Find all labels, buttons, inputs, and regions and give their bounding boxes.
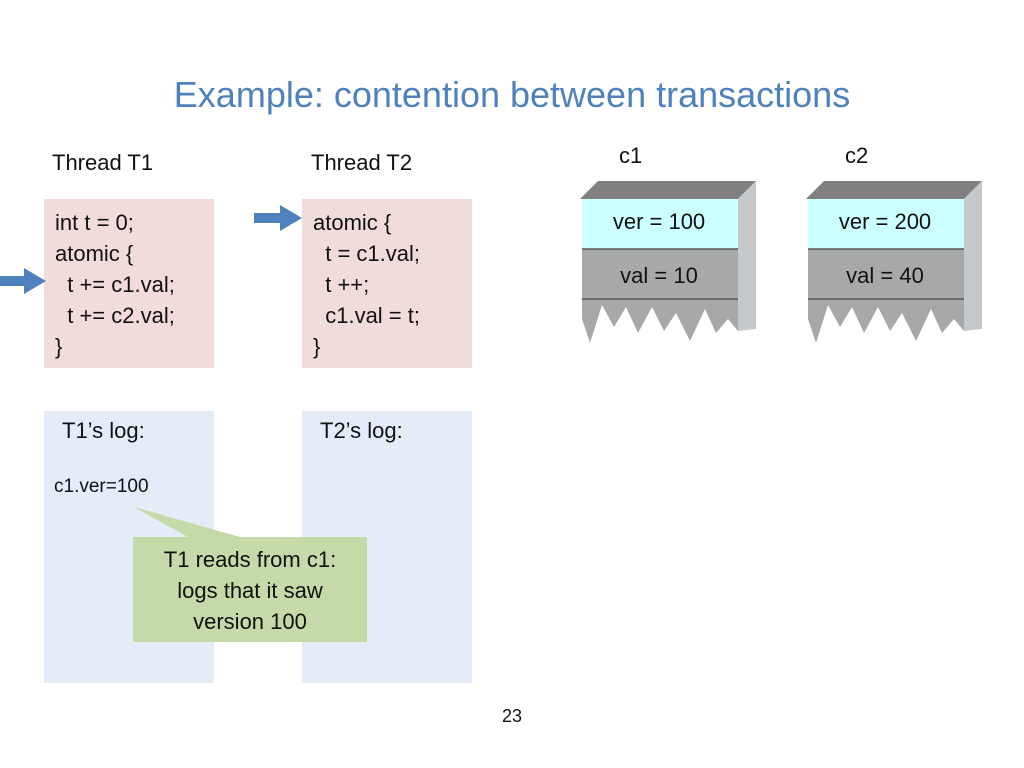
thread-t2-label: Thread T2 <box>311 150 413 175</box>
code-line: atomic { <box>55 241 134 266</box>
cell-c2-label: c2 <box>845 143 869 168</box>
t1-log-entry: c1.ver=100 <box>54 476 149 497</box>
callout-line: T1 reads from c1: <box>163 547 337 572</box>
callout-line: logs that it saw <box>177 578 323 603</box>
code-line: atomic { <box>313 210 392 235</box>
cell-c2-version: ver = 200 <box>838 209 932 234</box>
cell-c1-version: ver = 100 <box>612 209 706 234</box>
thread-t1-code-box: int t = 0; atomic { t += c1.val; t += c2… <box>44 199 214 368</box>
slide-title: Example: contention between transactions <box>173 74 851 115</box>
cell-c1-value: val = 10 <box>620 263 698 288</box>
code-line: t = c1.val; <box>313 241 420 266</box>
code-line: t ++; <box>313 272 370 297</box>
callout-pointer <box>134 507 240 537</box>
cell-c2-value: val = 40 <box>846 263 924 288</box>
code-line: } <box>55 334 63 359</box>
callout-line: version 100 <box>193 609 307 634</box>
code-line: c1.val = t; <box>313 303 420 328</box>
memory-cell-c1 <box>580 181 756 343</box>
code-line: int t = 0; <box>55 210 134 235</box>
right-arrow-icon <box>0 268 46 294</box>
callout-note: T1 reads from c1: logs that it saw versi… <box>133 537 367 642</box>
thread-t2-code-box: atomic { t = c1.val; t ++; c1.val = t; } <box>302 199 472 368</box>
code-line: t += c2.val; <box>55 303 175 328</box>
code-line: } <box>313 334 321 359</box>
cell-c1-label: c1 <box>619 143 643 168</box>
memory-cell-c2 <box>806 181 982 343</box>
right-arrow-icon <box>254 205 302 231</box>
thread-t1-label: Thread T1 <box>52 150 154 175</box>
code-line: t += c1.val; <box>55 272 175 297</box>
t1-log-title: T1’s log: <box>62 418 145 443</box>
page-number: 23 <box>501 706 523 726</box>
t2-log-title: T2’s log: <box>320 418 403 443</box>
